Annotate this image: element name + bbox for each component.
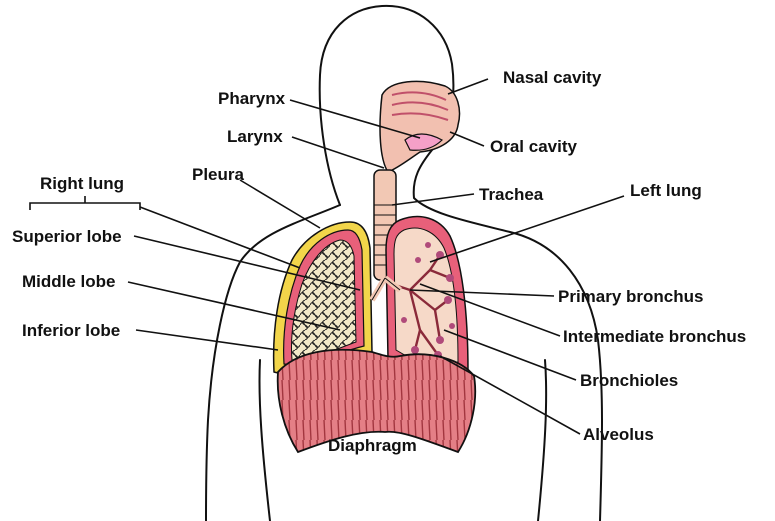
label-pleura: Pleura — [192, 165, 244, 185]
label-pharynx: Pharynx — [218, 89, 285, 109]
label-oral-cavity: Oral cavity — [490, 137, 577, 157]
right-arm-inner — [538, 360, 546, 521]
label-primary-bronchus: Primary bronchus — [558, 287, 704, 307]
label-bronchioles: Bronchioles — [580, 371, 678, 391]
label-larynx: Larynx — [227, 127, 283, 147]
label-diaphragm: Diaphragm — [328, 436, 417, 456]
label-inferior-lobe: Inferior lobe — [22, 321, 120, 341]
label-middle-lobe: Middle lobe — [22, 272, 116, 292]
label-left-lung: Left lung — [630, 181, 702, 201]
label-superior-lobe: Superior lobe — [12, 227, 122, 247]
head-airway — [380, 81, 459, 172]
label-alveolus: Alveolus — [583, 425, 654, 445]
label-right-lung: Right lung — [40, 174, 124, 194]
label-intermediate-bronchus: Intermediate bronchus — [563, 327, 746, 347]
left-arm-inner — [259, 360, 270, 521]
label-nasal-cavity: Nasal cavity — [503, 68, 601, 88]
label-trachea: Trachea — [479, 185, 543, 205]
